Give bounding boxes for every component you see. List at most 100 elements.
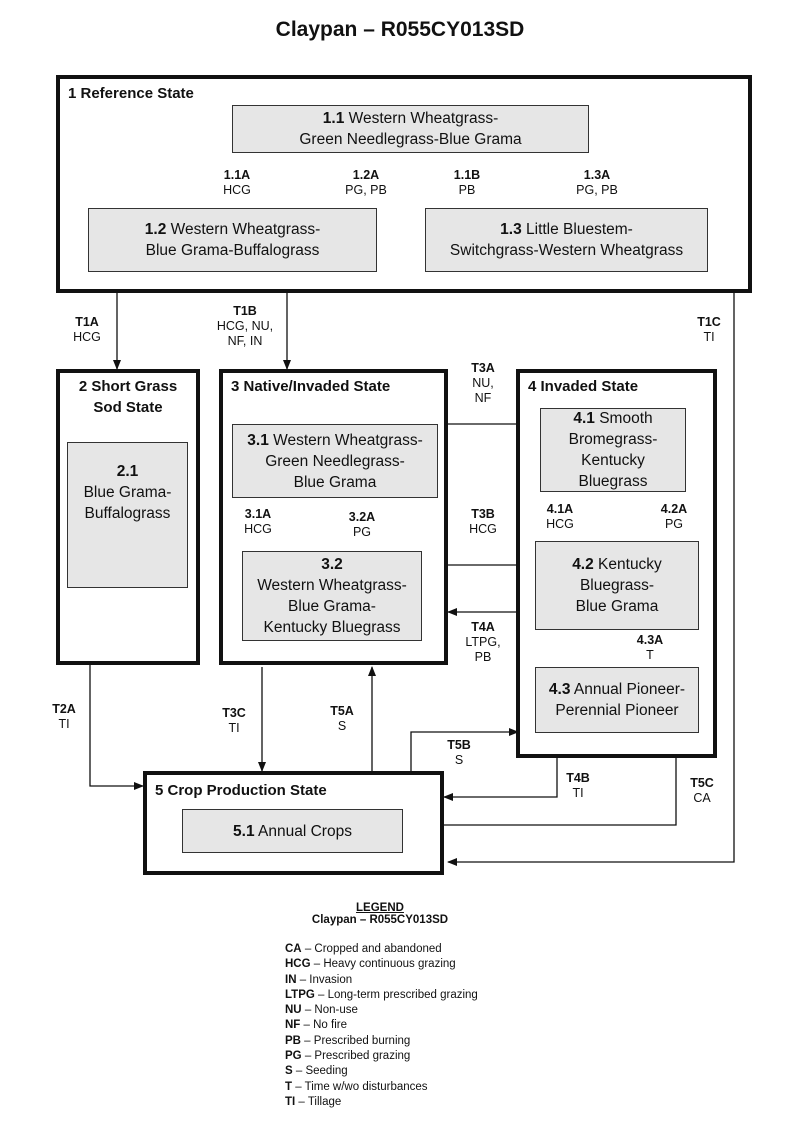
transition-T2A: T2A TI (42, 702, 86, 732)
state-1-label: 1 Reference State (68, 85, 194, 102)
phase-1-2-code: 1.2 (144, 221, 167, 238)
state-4-label: 4 Invaded State (528, 378, 639, 395)
phase-2-1-name: Blue Grama- Buffalograss (83, 484, 172, 522)
arrow-T4B (443, 757, 558, 801)
state-3-label: 3 Native/Invaded State (231, 378, 391, 395)
transition-T4A: T4A LTPG, PB (456, 620, 510, 665)
transition-1-1B-code: 1.1B (453, 168, 481, 182)
legend-item: NU – Non-use (285, 1003, 605, 1018)
legend-item: PG – Prescribed grazing (285, 1049, 605, 1064)
transition-T4B: T4B TI (556, 771, 600, 801)
transition-T3A-code: T3A (471, 361, 495, 375)
transition-T5A-action: S (337, 719, 347, 733)
legend-desc: – Non-use (301, 1004, 358, 1017)
legend-abbr: PG (285, 1050, 302, 1063)
arrow-T5B (410, 728, 519, 771)
legend-desc: – Seeding (292, 1065, 348, 1078)
phase-1-3: 1.3 Little Bluestem- Switchgrass-Western… (425, 208, 708, 272)
transition-4-2A-code: 4.2A (660, 502, 688, 516)
transition-1-1B-action: PB (458, 183, 476, 197)
phase-4-1-code: 4.1 (573, 410, 595, 427)
phase-1-2: 1.2 Western Wheatgrass- Blue Grama-Buffa… (88, 208, 377, 272)
legend: LEGEND Claypan – R055CY013SD CA – Croppe… (285, 902, 605, 1110)
legend-desc: – Cropped and abandoned (301, 943, 442, 955)
transition-T3A-action: NU, NF (472, 376, 494, 405)
transition-T4B-code: T4B (566, 771, 590, 785)
legend-desc: – Invasion (296, 973, 353, 986)
transition-T1C: T1C TI (686, 315, 732, 345)
transition-T5B-action: S (454, 753, 464, 767)
phase-1-3-code: 1.3 (500, 221, 522, 238)
legend-desc: – Heavy continuous grazing (310, 958, 456, 971)
arrow-T1C (447, 291, 735, 866)
legend-abbr: PB (285, 1034, 301, 1047)
transition-T5A: T5A S (320, 704, 364, 734)
legend-abbr: S (285, 1065, 293, 1078)
phase-1-3-name: Little Bluestem- Switchgrass-Western Whe… (449, 221, 684, 259)
transition-3-2A-code: 3.2A (348, 510, 376, 524)
legend-item: NF – No fire (285, 1018, 605, 1033)
arrow-T5C (444, 736, 680, 826)
legend-item: LTPG – Long-term prescribed grazing (285, 988, 605, 1003)
transition-T5B: T5B S (437, 738, 481, 768)
transition-3-1A-action: HCG (244, 522, 272, 536)
phase-5-1-code: 5.1 (233, 822, 255, 840)
transition-T2A-action: TI (58, 717, 70, 731)
transition-1-3A: 1.3A PG, PB (569, 168, 625, 198)
phase-3-2-name: Western Wheatgrass- Blue Grama- Kentucky… (257, 577, 407, 636)
transition-T1B: T1B HCG, NU, NF, IN (208, 304, 282, 349)
transition-3-1A: 3.1A HCG (236, 507, 280, 537)
legend-desc: – No fire (300, 1019, 348, 1032)
transition-T1A-code: T1A (75, 315, 99, 329)
transition-1-2A-code: 1.2A (352, 168, 380, 182)
phase-4-1: 4.1 Smooth Bromegrass- Kentucky Bluegras… (540, 408, 686, 492)
legend-heading: LEGEND (356, 902, 404, 914)
phase-3-1-name: Western Wheatgrass- Green Needlegrass- B… (265, 431, 423, 491)
transition-1-3A-code: 1.3A (583, 168, 611, 182)
transition-T3C-code: T3C (222, 706, 246, 720)
transition-T5C: T5C CA (680, 776, 724, 806)
transition-4-1A-code: 4.1A (546, 502, 574, 516)
transition-T3B-action: HCG (469, 522, 497, 536)
legend-item: T – Time w/wo disturbances (285, 1080, 605, 1095)
legend-abbr: NF (285, 1019, 301, 1032)
diagram-title: Claypan – R055CY013SD (275, 18, 525, 41)
transition-4-3A-action: T (646, 648, 654, 662)
transition-4-3A-code: 4.3A (636, 633, 664, 647)
transition-T2A-code: T2A (52, 702, 76, 716)
transition-T4A-code: T4A (471, 620, 495, 634)
transition-1-2A-action: PG, PB (345, 183, 387, 197)
phase-4-2: 4.2 Kentucky Bluegrass- Blue Grama (535, 541, 699, 630)
legend-desc: – Prescribed grazing (301, 1050, 411, 1063)
phase-4-2-code: 4.2 (572, 556, 594, 573)
transition-4-2A-action: PG (664, 517, 684, 531)
legend-item: IN – Invasion (285, 973, 605, 988)
transition-4-1A: 4.1A HCG (538, 502, 582, 532)
legend-abbr: T (285, 1080, 293, 1093)
legend-abbr: TI (285, 1095, 296, 1108)
state-2-label: 2 Short Grass Sod State (78, 378, 178, 416)
transition-3-2A: 3.2A PG (340, 510, 384, 540)
transition-T5A-code: T5A (330, 704, 354, 718)
legend-desc: – Prescribed burning (300, 1034, 411, 1047)
legend-item: HCG – Heavy continuous grazing (285, 957, 605, 972)
phase-3-2-code: 3.2 (321, 556, 343, 573)
legend-item: CA – Cropped and abandoned (285, 942, 605, 957)
phase-4-3: 4.3 Annual Pioneer- Perennial Pioneer (535, 667, 699, 733)
phase-4-2-name: Kentucky Bluegrass- Blue Grama (575, 556, 662, 615)
legend-subtitle: Claypan – R055CY013SD (311, 914, 449, 926)
transition-T3B: T3B HCG (458, 507, 508, 537)
phase-1-1-code: 1.1 (322, 110, 345, 127)
phase-5-1-name: Annual Crops (254, 822, 352, 840)
transition-1-1B: 1.1B PB (447, 168, 487, 198)
transition-T3C: T3C TI (212, 706, 256, 736)
transition-T5C-action: CA (693, 791, 711, 805)
transition-T5B-code: T5B (447, 738, 471, 752)
transition-T1A-action: HCG (73, 330, 101, 344)
legend-item: S – Seeding (285, 1064, 605, 1079)
transition-1-3A-action: PG, PB (576, 183, 618, 197)
transition-1-2A: 1.2A PG, PB (338, 168, 394, 198)
transition-3-2A-action: PG (352, 525, 372, 539)
legend-abbr: IN (285, 973, 297, 986)
